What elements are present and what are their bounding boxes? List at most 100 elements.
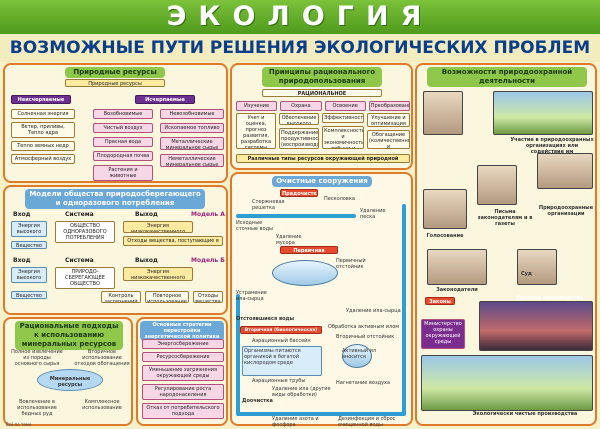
resource-item: Возобновимые [93,109,153,119]
model-a-in-label: Вход [13,211,31,218]
protection-heading: Возможности природоохранной деятельности [427,67,587,87]
models-panel: Модели общества природосберегающего и од… [3,185,228,315]
treatment-label: Удаление ила (другие виды обработки) [272,386,331,398]
model-a-matter: Вещество [11,241,47,249]
treatment-label: Доочистка [242,398,273,404]
resources-heading: Природные ресурсы [65,67,165,78]
protection-item: Законодатели [436,287,478,293]
treatment-label: Удаление песка [360,208,386,220]
laws-box: Законы [425,297,455,305]
rational-c: Вовлечение в использование бедных руд [17,399,57,417]
treatment-label: Организмы питаются органикой в богатой к… [244,348,301,366]
protection-item: Голосование [426,233,464,239]
poster-subtitle: ВОЗМОЖНЫЕ ПУТИ РЕШЕНИЯ ЭКОЛОГИЧЕСКИХ ПРО… [0,34,600,62]
strategy-item: Отказ от потребительского подхода [142,403,224,419]
rational-d: Комплексное использование [82,399,122,411]
letters-image [477,165,517,205]
principles-columns: Изучение Охрана Освоение Преобразование [236,101,410,111]
model-a-out-label: Выход [135,211,158,218]
principle-col: Охрана [280,101,322,111]
protection-item: Письма законодателям и в газеты [477,209,533,227]
principle-box: Обогащение (количественное и качественно… [367,130,410,149]
principles-footer: Различные типы ресурсов окружающей приро… [236,154,410,163]
principles-panel: Принципы рационального природопользовани… [230,63,413,170]
model-b-recycle: Повторное использование [145,291,189,303]
protection-panel: Возможности природоохранной деятельности… [415,63,597,426]
principle-box: Эффективность [322,113,364,123]
voting-image [423,189,467,229]
resources-root: Природные ресурсы [65,79,165,87]
principle-box: Учет и оценка, прогноз развития, разрабо… [236,113,276,149]
treatment-label: Стержневая решетка [252,199,285,211]
dirty-production-image [479,301,593,351]
resource-item: Плодородная почва [93,151,153,161]
strategy-item: Энергосбережение [142,339,224,349]
legislators-image [427,249,487,285]
rational-a: Полное извлечение из породы основного сы… [11,349,63,367]
clean-production-image [421,355,593,411]
strategies-list: Энергосбережение Ресурсосбережение Умень… [142,339,224,419]
aeration-tank [242,346,322,376]
model-a-input: Энергия высокого качества [11,221,47,237]
principle-box: Комплексность и экономичность добычи и п… [322,126,364,149]
pipe [236,294,240,414]
pipe [402,204,406,414]
resource-item: Ископаемое топливо [160,123,224,133]
treatment-step: Первичная очистка [280,246,338,254]
principle-col: Освоение [324,101,366,111]
model-a-system-label: Система [65,211,94,218]
strategies-heading: Основные стратегии перестройки энергетич… [140,321,224,341]
poster-title: ЭКОЛОГИЯ [0,0,600,34]
treatment-label: Устранение ила-сырца [236,290,267,302]
treatment-label: Первичный отстойник [336,258,366,270]
treatment-label: Активный ил вносится [342,348,377,360]
protection-item: Грязные производства [517,295,583,301]
treatment-label: Дезинфекция и сброс очищенной воды [338,416,396,428]
protection-item: Природоохранные организации [538,205,594,217]
mineral-ellipse [37,369,103,391]
activists-image [423,91,463,135]
model-b-matter: Вещество [11,291,47,299]
rational-heading: Рациональные подходы к использованию мин… [15,321,123,350]
treatment-step: Вторичная (биологическая) очистка [240,326,322,334]
treatment-label: Удаление мусора [276,234,302,246]
model-b-label: Модель Б [191,257,225,264]
exhaustible-label: Исчерпаемые [135,95,195,104]
model-b-out-label: Выход [135,257,158,264]
secondary-clarifier [342,344,372,368]
resource-item: Атмосферный воздух [11,154,75,164]
treatment-panel: Очистные сооружения Предочистка Стержнев… [230,172,413,428]
pipe [236,412,406,416]
principle-col: Преобразование [368,101,410,111]
treatment-label: Аэрационный бассейн [252,338,311,344]
footer-credit: Всё по теме [6,422,32,427]
resource-item: Чистый воздух [93,123,153,133]
resource-item: Растения и животные [93,165,153,181]
inexhaustible-label: Неисчерпаемые [11,95,71,104]
principles-root: РАЦИОНАЛЬНОЕ ПРИРОДОПОЛЬЗОВАНИЕ [262,89,382,97]
model-b-in-label: Вход [13,257,31,264]
strategies-panel: Основные стратегии перестройки энергетич… [136,317,228,426]
principle-box: Улучшение и оптимизация [367,113,410,127]
treatment-label: Удаление азота и фосфора [272,416,319,428]
treatment-label: Отстоявшиеся воды [236,316,295,322]
left-resource-list: Солнечная энергия Ветер, приливы, Тепло … [11,109,75,164]
right-resource-list: Невозобновимые Ископаемое топливо Металл… [160,109,224,167]
rational-panel: Рациональные подходы к использованию мин… [3,317,133,426]
model-a-label: Модель А [191,211,225,218]
treatment-label: Исходные сточные воды [236,220,273,232]
model-b-input: Энергия высокого качества [11,267,47,283]
principles-heading: Принципы рационального природопользовани… [262,67,382,87]
resource-item: Ветер, приливы, Тепло ядра [11,122,75,138]
strategy-item: Ресурсосбережение [142,352,224,362]
treatment-label: Обработка активным илом [328,324,400,330]
rational-b: Вторичное использование отходов обогащен… [74,349,130,367]
rational-center: Минеральные ресурсы [49,376,91,388]
resource-item: Невозобновимые [160,109,224,119]
treatment-label: Нагнетание воздуха [336,380,391,386]
primary-clarifier [272,260,338,286]
treatment-step: Предочистка [280,189,318,197]
resource-item: Неметаллические минеральное сырье (глина… [160,154,224,167]
principle-col: Изучение [236,101,278,111]
model-a-system: ОБЩЕСТВО ОДНОРАЗОВОГО ПОТРЕБЛЕНИЯ [55,221,115,243]
